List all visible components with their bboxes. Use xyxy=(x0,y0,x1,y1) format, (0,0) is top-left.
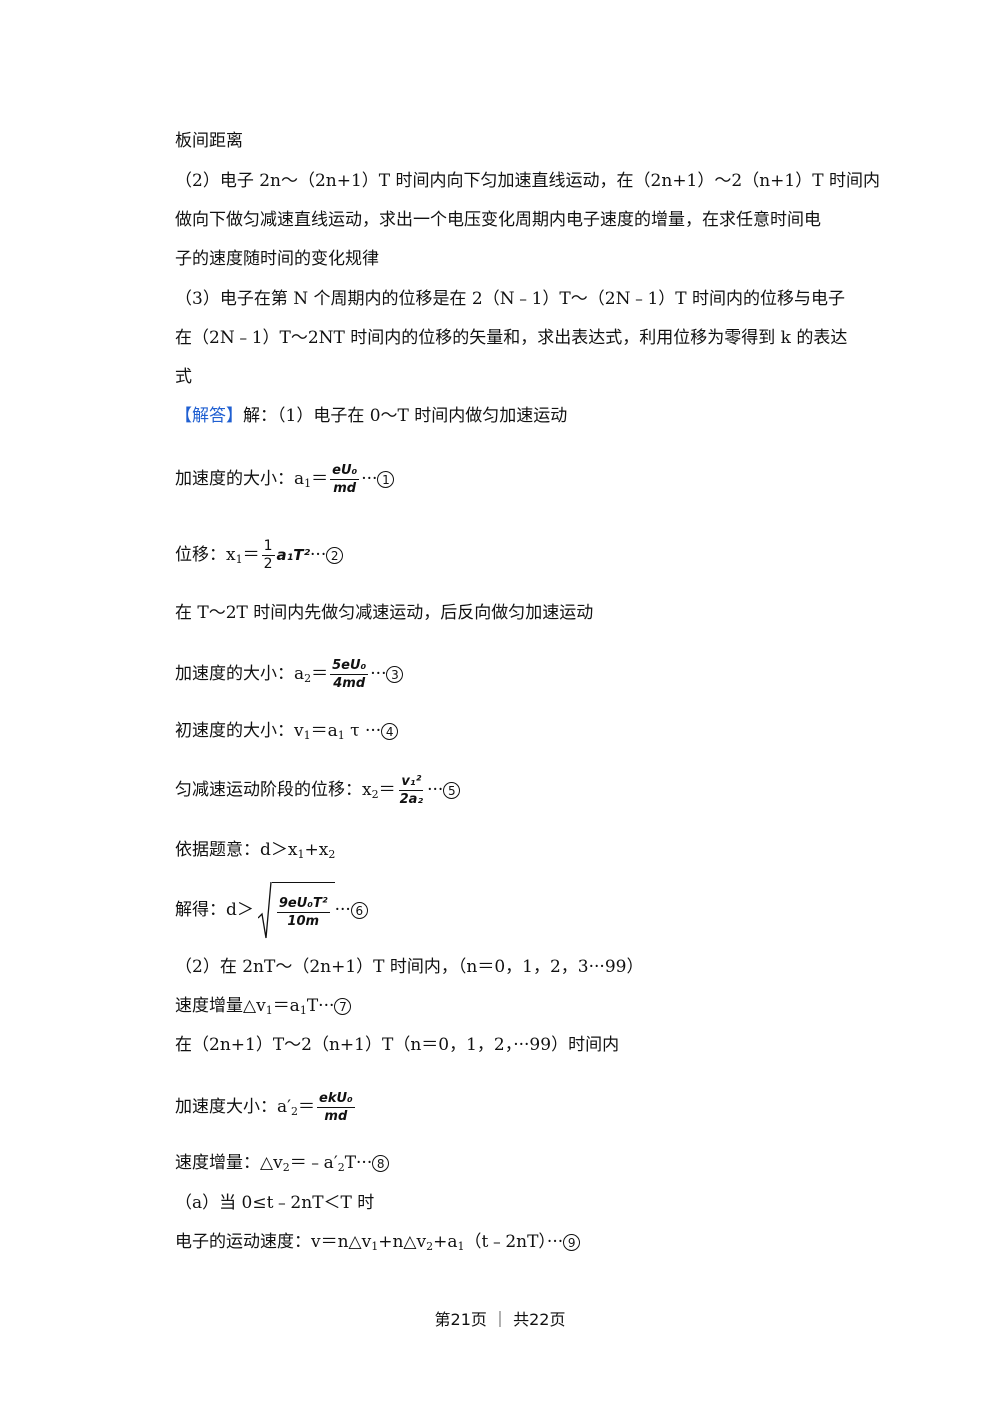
circled-number: 3 xyxy=(386,666,404,683)
circled-number: 9 xyxy=(563,1234,581,1251)
text-line: （3）电子在第 N 个周期内的位移是在 2（N﹣1）T～（2N﹣1）T 时间内的… xyxy=(175,289,845,309)
page-footer: 第21页 ｜ 共22页 xyxy=(434,1310,566,1329)
circled-number: 5 xyxy=(443,782,461,799)
equation-condition: 依据题意：d＞x1+x2 xyxy=(175,840,336,861)
circled-number: 2 xyxy=(326,547,344,564)
radical-sign-icon xyxy=(257,881,272,938)
circled-number: 8 xyxy=(372,1155,390,1172)
text-line: （2）电子 2n～（2n+1）T 时间内向下匀加速直线运动，在（2n+1）～2（… xyxy=(175,171,880,191)
equation-dv2: 速度增量：△v2＝﹣a′2T···8 xyxy=(175,1152,390,1174)
text-line: 式 xyxy=(175,367,192,387)
text-line: 在（2N﹣1）T～2NT 时间内的位移的矢量和，求出表达式，利用位移为零得到 k… xyxy=(175,328,848,348)
circled-number: 4 xyxy=(381,723,399,740)
text-line: 子的速度随时间的变化规律 xyxy=(175,249,379,269)
text-line: 在 T～2T 时间内先做匀减速运动，后反向做匀加速运动 xyxy=(175,603,594,623)
text-line: 做向下做匀减速直线运动，求出一个电压变化周期内电子速度的增量，在求任意时间电 xyxy=(175,210,821,230)
circled-number: 7 xyxy=(334,998,352,1015)
circled-number: 1 xyxy=(377,471,395,488)
text-line: （a）当 0≤t﹣2nT＜T 时 xyxy=(175,1193,375,1213)
answer-line: 【解答】解：（1）电子在 0～T 时间内做匀加速运动 xyxy=(175,405,567,427)
text-line: 板间距离 xyxy=(175,131,243,151)
equation-velocity: 电子的运动速度：v＝n△v1+n△v2+a1（t﹣2nT）···9 xyxy=(175,1231,581,1253)
circled-number: 6 xyxy=(350,902,368,919)
text-line: （2）在 2nT～（2n+1）T 时间内，（n＝0，1，2，3···99） xyxy=(175,957,644,977)
equation-dv1: 速度增量△v1＝a1T···7 xyxy=(175,995,352,1017)
text-line: 在（2n+1）T～2（n+1）T（n＝0，1，2，···99）时间内 xyxy=(175,1035,620,1055)
answer-text: 解：（1）电子在 0～T 时间内做匀加速运动 xyxy=(243,406,568,426)
equation-v1: 初速度的大小：v1＝a1 τ ···4 xyxy=(175,720,399,742)
answer-tag: 【解答】 xyxy=(175,406,243,426)
